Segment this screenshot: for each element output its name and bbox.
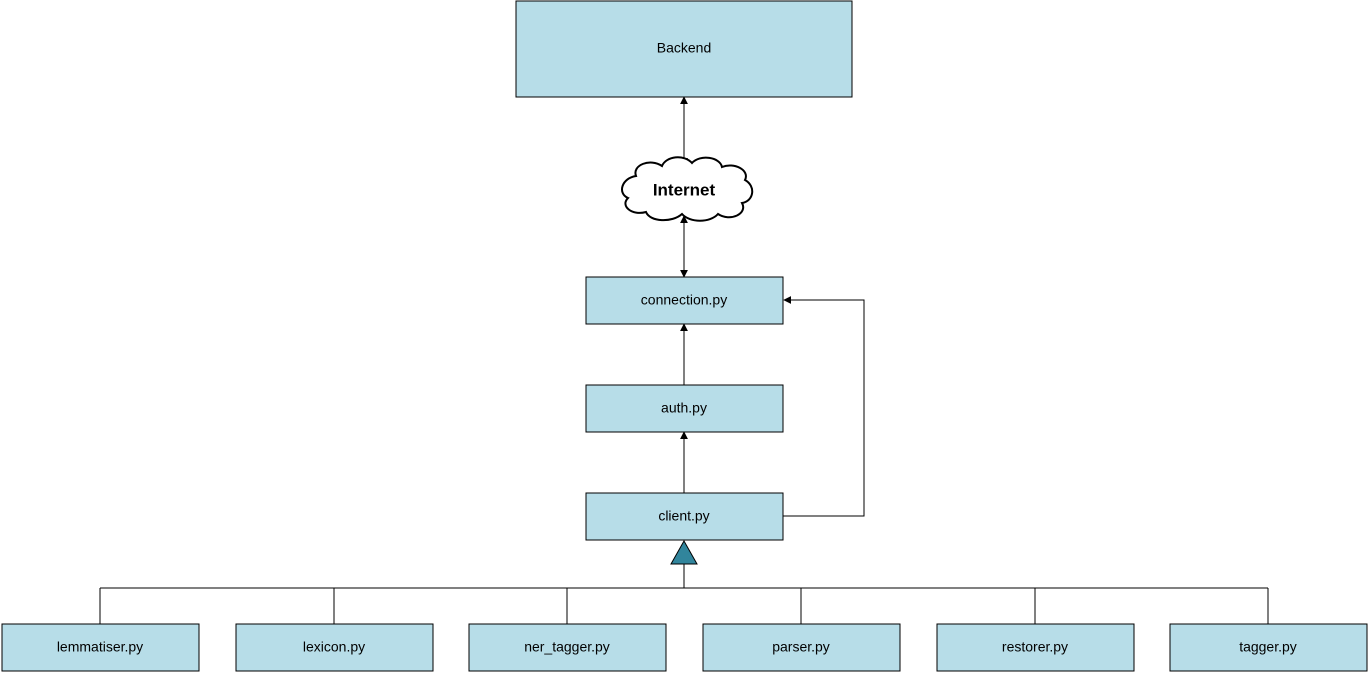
cloud-shape xyxy=(621,156,754,222)
parser-node: parser.py xyxy=(702,623,901,672)
internet-label: Internet xyxy=(653,180,716,199)
client-node: client.py xyxy=(585,492,784,541)
edge-client-connection xyxy=(783,296,865,517)
lemmatiser-node: lemmatiser.py xyxy=(1,623,200,672)
parser-label: parser.py xyxy=(772,639,830,655)
restorer-node: restorer.py xyxy=(936,623,1135,672)
connection-label: connection.py xyxy=(641,292,727,308)
tagger-node: tagger.py xyxy=(1169,623,1368,672)
backend-label: Backend xyxy=(657,40,711,56)
ner-tagger-label: ner_tagger.py xyxy=(524,639,610,655)
ner-tagger-node: ner_tagger.py xyxy=(468,623,667,672)
restorer-label: restorer.py xyxy=(1002,639,1068,655)
auth-label: auth.py xyxy=(661,400,707,416)
lemmatiser-label: lemmatiser.py xyxy=(57,639,143,655)
inheritance-triangle xyxy=(670,539,698,565)
tagger-label: tagger.py xyxy=(1239,639,1297,655)
connection-node: connection.py xyxy=(585,276,784,325)
lexicon-label: lexicon.py xyxy=(303,639,365,655)
lexicon-node: lexicon.py xyxy=(235,623,434,672)
inheritance-connectors xyxy=(99,564,1269,624)
backend-node: Backend xyxy=(515,0,853,98)
auth-node: auth.py xyxy=(585,384,784,433)
internet-cloud: Internet xyxy=(621,156,754,222)
client-label: client.py xyxy=(658,508,709,524)
